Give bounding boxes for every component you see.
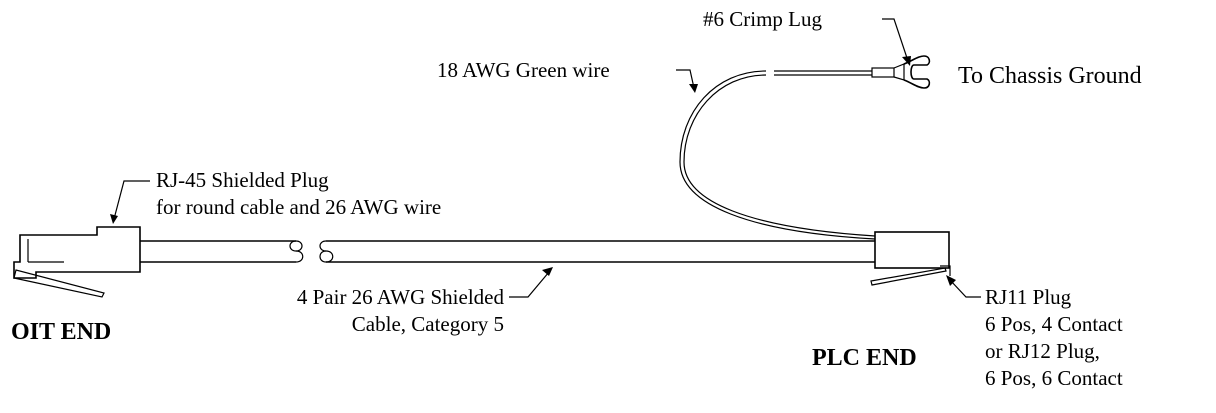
plc-end-label: PLC END [812, 345, 917, 371]
cable-label-line2: Cable, Category 5 [352, 312, 504, 336]
rj11-label-line1: RJ11 Plug [985, 285, 1072, 309]
crimp-lug-label: #6 Crimp Lug [703, 7, 822, 31]
crimp-lug [871, 55, 931, 89]
rj45-label-line2: for round cable and 26 AWG wire [156, 195, 441, 219]
rj45-label-line1: RJ-45 Shielded Plug [156, 168, 329, 192]
rj11-label-line2: 6 Pos, 4 Contact [985, 312, 1123, 336]
rj45-plug [13, 226, 141, 298]
leader-lines [110, 18, 981, 298]
cable-label-line1: 4 Pair 26 AWG Shielded [297, 285, 505, 309]
main-cable [140, 240, 875, 263]
rj11-label-line4: 6 Pos, 6 Contact [985, 366, 1123, 390]
oit-end-label: OIT END [11, 319, 111, 345]
green-wire-label: 18 AWG Green wire [437, 58, 610, 82]
rj11-plug [870, 231, 951, 286]
rj11-label-line3: or RJ12 Plug, [985, 339, 1100, 363]
chassis-ground-label: To Chassis Ground [958, 63, 1142, 89]
green-wire [679, 70, 876, 240]
